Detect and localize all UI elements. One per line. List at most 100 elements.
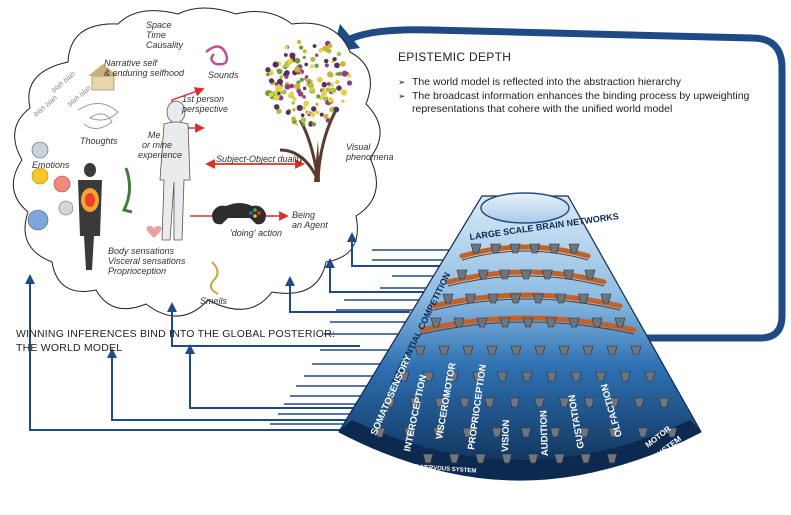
tree-leaf [296, 104, 303, 111]
tree-leaf [265, 67, 271, 73]
winning-line-1: WINNING INFERENCES BIND INTO THE GLOBAL … [16, 328, 336, 340]
label-sounds: Sounds [208, 70, 239, 80]
network-node [608, 397, 620, 408]
tree-leaf [283, 70, 290, 76]
tree-leaf [283, 53, 288, 57]
network-node [563, 269, 575, 280]
network-node [620, 371, 631, 382]
epistemic-bullet-1-text: The world model is reflected into the ab… [412, 76, 682, 88]
label-emotions: Emotions [32, 160, 70, 170]
network-node [476, 317, 488, 328]
tree-leaf [268, 92, 274, 97]
tree-leaf [327, 97, 334, 103]
tree-leaf [315, 53, 319, 58]
tree-leaf [287, 93, 294, 99]
tree-leaf [310, 64, 314, 69]
tree-leaf [292, 96, 297, 101]
bullet-arrow-icon: ➢ [398, 77, 406, 87]
person-figure [159, 100, 191, 241]
network-node [633, 397, 645, 408]
game-controller-illustration [212, 203, 266, 225]
brain-cone [339, 195, 701, 481]
tree-leaf [347, 73, 352, 78]
tree-leaf [334, 79, 340, 85]
tree-leaf [336, 51, 342, 57]
network-node [456, 269, 468, 280]
network-node [568, 243, 580, 254]
network-node [558, 345, 570, 356]
thoughts-scribble [77, 103, 119, 129]
label-body-3: Proprioception [108, 266, 167, 276]
nose-illustration [121, 167, 133, 214]
winning-line-2: THE WORLD MODEL [16, 342, 123, 354]
label-duality: Subject-Object duality [216, 154, 304, 164]
label-narrative-2: & enduring selfhood [104, 68, 185, 78]
tree-leaf [323, 46, 330, 52]
label-me-1: Me [148, 130, 161, 140]
neuroendocrine-label: NEUROENDOCRINE SYSTEM [388, 474, 472, 486]
tree-leaf [284, 83, 291, 90]
network-node [465, 293, 476, 304]
network-node [470, 243, 482, 254]
network-node [477, 269, 489, 280]
tree-leaf [304, 75, 309, 79]
network-node [403, 427, 415, 438]
network-node [499, 269, 511, 280]
network-node [521, 371, 533, 382]
tree-leaf [341, 99, 345, 103]
network-node [509, 397, 520, 408]
tree-leaf [318, 47, 324, 53]
tree-leaf [299, 77, 304, 82]
tree-leaf [292, 108, 296, 112]
tree-leaf [337, 71, 342, 76]
tree-leaf [325, 118, 331, 123]
tree-illustration [265, 39, 353, 182]
network-node [423, 371, 434, 382]
tree-leaf [299, 45, 304, 50]
network-node [453, 317, 465, 328]
tree-leaf [319, 112, 324, 117]
label-body-2: Visceral sensations [108, 256, 186, 266]
tree-leaf [275, 85, 281, 91]
label-visual-1: Visual [346, 142, 371, 152]
tree-leaf [311, 122, 316, 127]
system-label-audition: AUDITION [538, 410, 551, 456]
network-node [529, 243, 541, 254]
tree-leaf [308, 82, 314, 89]
tree-leaf [306, 110, 311, 115]
books-illustration [88, 64, 118, 91]
tree-leaf [294, 57, 301, 64]
network-node [414, 345, 426, 356]
tree-leaf [321, 90, 327, 97]
tree-leaf [346, 80, 353, 86]
label-me-2: or mine [142, 140, 173, 150]
tree-leaf [310, 112, 316, 118]
network-node [462, 345, 474, 356]
tree-leaf [300, 117, 307, 124]
network-node [580, 453, 592, 464]
tree-leaf [316, 94, 321, 99]
system-label-vision: VISION [500, 419, 512, 452]
network-node [549, 427, 561, 438]
emotion-faces [27, 141, 74, 231]
tree-leaf [268, 78, 274, 84]
network-node [583, 397, 595, 408]
network-node [486, 345, 498, 356]
network-node [579, 427, 590, 438]
tree-leaf [332, 56, 337, 62]
network-node [510, 293, 522, 304]
immune-label: IMMUNE SYSTEM [396, 486, 447, 496]
tree-leaf [273, 104, 280, 110]
network-node [606, 453, 618, 464]
network-node [384, 397, 396, 408]
network-node [527, 453, 539, 464]
tree-leaf [277, 78, 284, 85]
network-node [637, 427, 649, 438]
network-node [630, 345, 642, 356]
tree-leaf [336, 85, 342, 91]
network-node [438, 345, 450, 356]
network-node [541, 269, 553, 280]
tree-leaf [301, 105, 307, 110]
tree-leaf [272, 61, 279, 68]
label-body-1: Body sensations [108, 246, 175, 256]
